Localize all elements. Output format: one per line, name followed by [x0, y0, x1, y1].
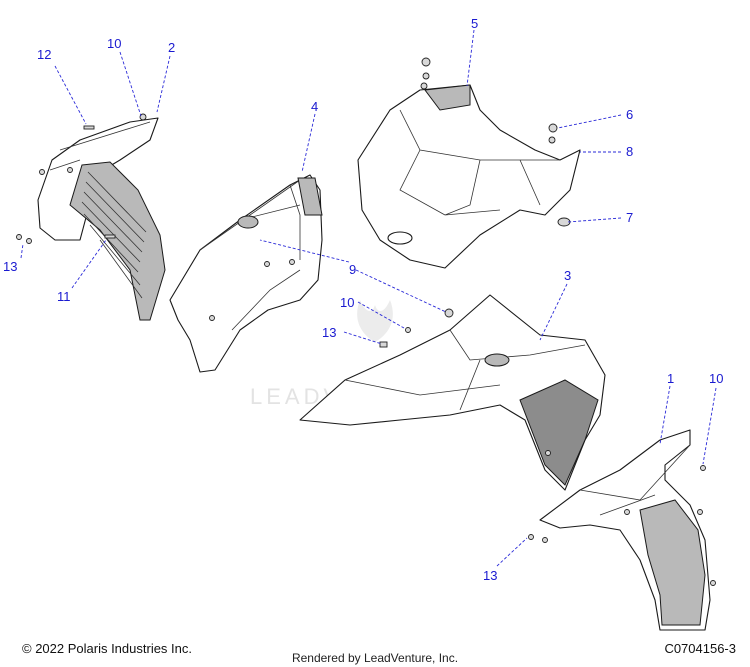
callout-3: 3 [564, 268, 571, 283]
callout-6: 6 [626, 107, 633, 122]
part-4-side-panel [169, 174, 323, 373]
callout-1: 1 [667, 371, 674, 386]
copyright-notice: © 2022 Polaris Industries Inc. [22, 641, 192, 656]
push-fastener-top [420, 57, 431, 90]
fastener-6 [548, 123, 558, 144]
callout-13-mid: 13 [322, 325, 336, 340]
part-2-left-side-panel [37, 117, 166, 321]
callout-8: 8 [626, 144, 633, 159]
callout-10-mid: 10 [340, 295, 354, 310]
callout-7: 7 [626, 210, 633, 225]
callout-5: 5 [471, 16, 478, 31]
callout-4: 4 [311, 99, 318, 114]
hardware-left [16, 113, 147, 244]
callout-9: 9 [349, 262, 356, 277]
callout-13-bottom: 13 [483, 568, 497, 583]
callout-2: 2 [168, 40, 175, 55]
callouts: 12 10 2 4 5 6 8 7 13 11 9 10 13 3 1 10 1… [3, 16, 723, 583]
rendered-by-credit: Rendered by LeadVenture, Inc. [291, 651, 459, 665]
callout-11: 11 [57, 289, 71, 304]
part-5-hood-panel [357, 57, 581, 269]
drawing-number: C0704156-3 [664, 641, 736, 656]
callout-10-right: 10 [709, 371, 723, 386]
callout-10-top: 10 [107, 36, 121, 51]
callout-12: 12 [37, 47, 51, 62]
callout-13-left: 13 [3, 259, 17, 274]
leader-lines [20, 29, 717, 567]
part-1-fender-extension [528, 429, 716, 631]
part-3-lower-panel [299, 294, 606, 491]
